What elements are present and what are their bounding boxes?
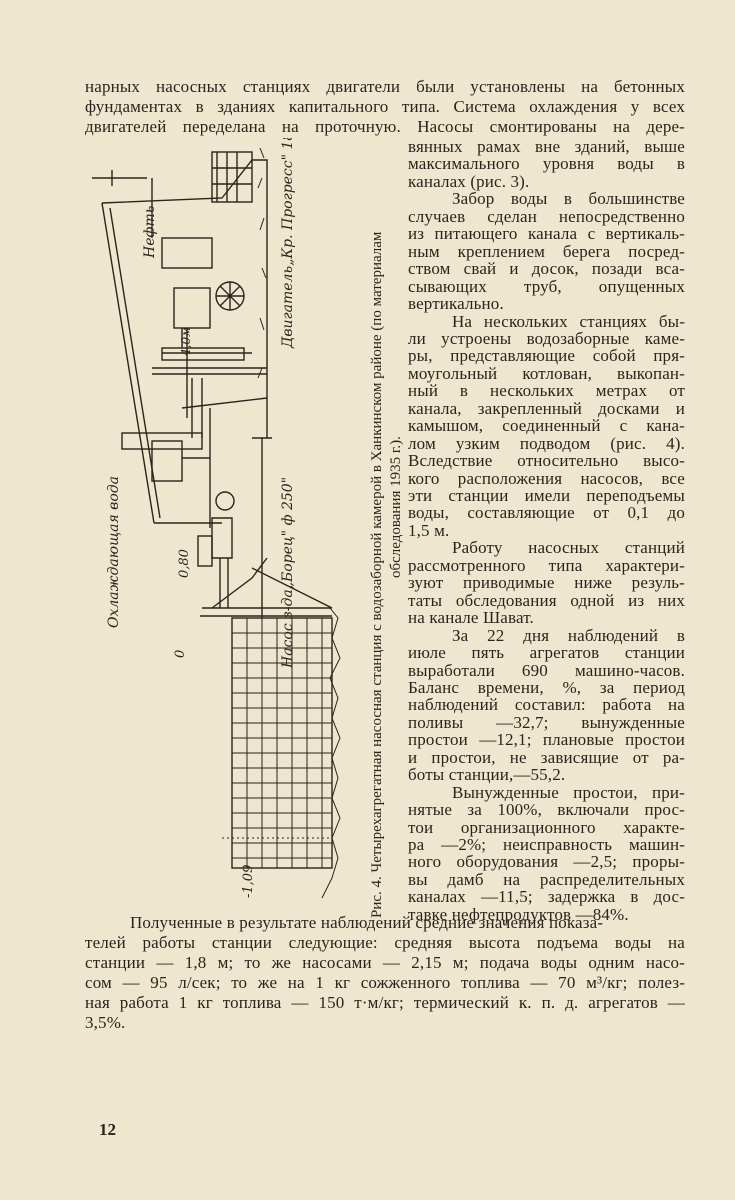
text-line: боты станции,—55,2. <box>408 765 566 785</box>
text-line: июле пять агрегатов станции <box>408 643 685 663</box>
text-line: ным креплением берега посред- <box>408 241 685 261</box>
text-line: сывающих труб, опущенных <box>408 276 685 296</box>
page-number: 12 <box>99 1120 116 1139</box>
text-line: и простои, не зависящие от ра- <box>408 747 685 767</box>
text-line: случаев сделан непосредственно <box>408 206 685 226</box>
text-line: зуют приводимые ниже резуль- <box>408 573 685 593</box>
text-line: станции — 1,8 м; то же насосами — 2,15 м… <box>85 953 685 972</box>
text-line: простои —12,1; плановые простои <box>408 730 685 750</box>
text-line: ная работа 1 кг топлива — 150 т·м/кг; те… <box>85 993 685 1012</box>
text-line: вертикально. <box>408 294 504 314</box>
text-line: телей работы станции следующие: средняя … <box>85 933 685 952</box>
text-line: поливы —32,7; вынужденные <box>408 712 685 732</box>
text-line: За 22 дня наблюдений в <box>452 625 685 645</box>
text-line: ством свай и досок, позади вса- <box>408 259 685 279</box>
text-line: ного оборудования —2,5; проры- <box>408 852 685 872</box>
text-line: моугольный котлован, выкопан- <box>408 363 685 383</box>
text-line: максимального уровня воды в <box>408 154 685 174</box>
text-line: На нескольких станциях бы- <box>452 311 685 331</box>
text-line: камышом, соединенный с кана- <box>408 416 685 436</box>
text-line: Вынужденные простои, при- <box>452 782 685 802</box>
text-line: нарных насосных станциях двигатели были … <box>85 77 685 96</box>
text-line: вы дамб на распределительных <box>408 869 685 889</box>
text-line: двигателей переделана на проточную. Насо… <box>85 117 685 136</box>
cooling-water-label: Охлаждающая вода <box>106 476 122 628</box>
text-line: 3,5%. <box>85 1013 126 1032</box>
text-line: 1,5 м. <box>408 520 450 540</box>
figure-caption: Рис. 4. Четырехагрегатная насосная станц… <box>368 128 418 918</box>
text-line: ра —2%; неисправность машин- <box>408 835 685 854</box>
text-line: тавке нефтепродуктов —84%. <box>408 904 629 924</box>
text-line: Баланс времени, %, за период <box>408 677 685 697</box>
pump-station-figure: Двигатель„Кр. Прогресс" 18лс. Нефть Охла… <box>92 138 341 899</box>
text-line: каналах (рис. 3). <box>408 171 530 191</box>
text-line: вянных рамах вне зданий, выше <box>408 137 685 156</box>
level-label-0: 0 <box>173 650 188 658</box>
text-line: из питающего канала с вертикаль- <box>408 224 685 244</box>
caption-line-1: Рис. 4. Четырехагрегатная насосная станц… <box>369 231 385 918</box>
dimension-label: 4,0м <box>179 327 193 357</box>
engine-label: Двигатель„Кр. Прогресс" 18лс. <box>280 138 296 349</box>
text-line: каналах —11,5; задержка в дос- <box>408 887 685 907</box>
text-line: нятые за 100%, включали прос- <box>408 800 685 820</box>
text-line: рассмотренного типа характери- <box>408 555 685 575</box>
text-line: ный в нескольких метрах от <box>408 381 685 401</box>
caption-line-2: обследования 1935 г.). <box>388 436 404 578</box>
text-line: канала, закрепленный досками и <box>408 398 685 418</box>
text-line: кого расположения насосов, все <box>408 468 685 488</box>
text-line: воды, составляющие от 0,1 до <box>408 503 685 523</box>
text-line: лом узким подводом (рис. 4). <box>408 433 685 453</box>
text-line: эти станции имели переподъемы <box>408 486 685 505</box>
text-line: Работу насосных станций <box>452 538 685 558</box>
pump-label: Насос з-да„Борец" ф 250" <box>280 477 296 669</box>
text-line: выработали 690 машино-часов. <box>408 660 685 680</box>
text-line: ли устроены водозаборные каме- <box>408 328 685 348</box>
level-label-109: -1,09 <box>241 865 256 898</box>
text-line: фундаментах в зданиях капитального типа.… <box>85 97 685 116</box>
text-line: Забор воды в большинстве <box>452 189 685 209</box>
text-line: Вследствие относительно высо- <box>408 451 685 471</box>
level-label-080: 0,80 <box>177 549 192 578</box>
oil-label: Нефть <box>142 206 158 259</box>
text-line: ры, представляющие собой пря- <box>408 346 685 366</box>
text-line: тои организационного характе- <box>408 817 685 837</box>
text-line: таты обследования одной из них <box>408 590 685 610</box>
text-line: наблюдений составил: работа на <box>408 695 685 715</box>
text-line: сом — 95 л/сек; то же на 1 кг сожженного… <box>85 973 685 992</box>
text-line: на канале Шават. <box>408 608 534 628</box>
text-line: Полученные в результате наблюдений средн… <box>130 913 604 932</box>
